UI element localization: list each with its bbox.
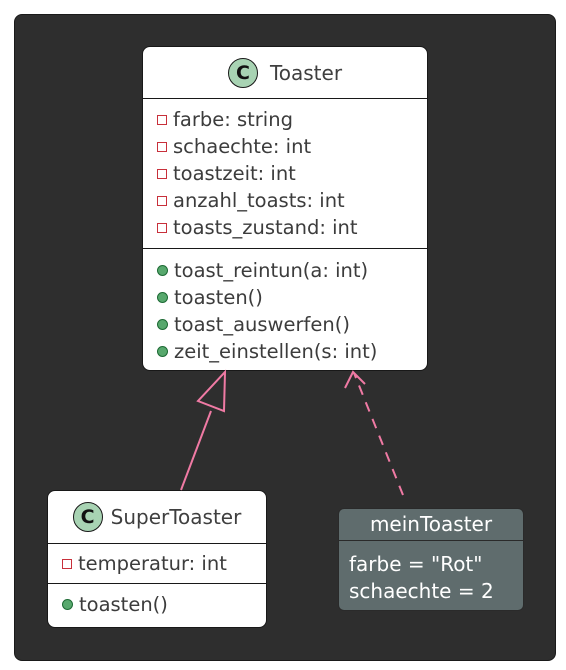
method-list: toasten() (48, 584, 266, 618)
attribute-list: temperatur: int (48, 544, 266, 583)
attribute-row: farbe: string (157, 106, 427, 133)
method-row: toast_reintun(a: int) (157, 257, 427, 284)
method-text: zeit_einstellen(s: int) (174, 340, 378, 363)
dependency-arrow[interactable] (344, 370, 404, 496)
object-field: farbe = "Rot" (349, 552, 483, 576)
method-text: toast_auswerfen() (174, 313, 350, 336)
object-field-list: farbe = "Rot" schaechte = 2 (339, 541, 523, 605)
dependency-arrowhead-icon (344, 370, 366, 389)
attribute-text: farbe: string (173, 108, 293, 131)
attribute-text: toastzeit: int (173, 162, 296, 185)
private-square-icon (157, 141, 167, 152)
method-row: toast_auswerfen() (157, 311, 427, 338)
attribute-row: temperatur: int (62, 550, 266, 577)
attribute-row: toastzeit: int (157, 160, 427, 187)
object-meintoaster[interactable]: meinToaster farbe = "Rot" schaechte = 2 (338, 508, 524, 611)
object-name: meinToaster (369, 512, 493, 536)
private-square-icon (157, 195, 167, 206)
method-row: zeit_einstellen(s: int) (157, 338, 427, 365)
attribute-row: anzahl_toasts: int (157, 187, 427, 214)
private-square-icon (157, 168, 167, 179)
attribute-text: anzahl_toasts: int (173, 189, 345, 212)
attribute-list: farbe: string schaechte: int toastzeit: … (143, 99, 427, 248)
private-square-icon (62, 558, 72, 569)
class-c-icon: C (227, 57, 258, 88)
class-toaster[interactable]: C Toaster farbe: string schaechte: int t… (142, 46, 428, 371)
inheritance-line (180, 410, 212, 491)
divider (48, 543, 266, 544)
divider (143, 98, 427, 99)
public-circle-icon (62, 599, 73, 610)
method-text: toast_reintun(a: int) (174, 259, 369, 282)
dependency-line (353, 372, 404, 496)
attribute-text: temperatur: int (78, 552, 227, 575)
class-name: Toaster (269, 60, 343, 85)
class-name: SuperToaster (110, 505, 242, 529)
method-row: toasten() (62, 591, 266, 618)
method-list: toast_reintun(a: int) toasten() toast_au… (143, 249, 427, 365)
attribute-row: schaechte: int (157, 133, 427, 160)
private-square-icon (157, 222, 167, 233)
public-circle-icon (157, 265, 168, 276)
object-field: schaechte = 2 (349, 579, 494, 603)
method-text: toasten() (79, 593, 168, 616)
divider (143, 248, 427, 249)
method-row: toasten() (157, 284, 427, 311)
public-circle-icon (157, 346, 168, 357)
inheritance-triangle-icon (196, 369, 227, 413)
class-header: C SuperToaster (48, 491, 266, 543)
class-c-icon: C (72, 502, 103, 532)
attribute-text: toasts_zustand: int (173, 216, 358, 239)
public-circle-icon (157, 319, 168, 330)
attribute-row: toasts_zustand: int (157, 214, 427, 241)
inheritance-arrow[interactable] (180, 369, 227, 491)
method-text: toasten() (174, 286, 263, 309)
divider (48, 583, 266, 584)
private-square-icon (157, 114, 167, 125)
class-header: C Toaster (143, 47, 427, 98)
class-supertoaster[interactable]: C SuperToaster temperatur: int toasten() (47, 490, 267, 628)
divider (339, 540, 523, 541)
attribute-text: schaechte: int (173, 135, 312, 158)
public-circle-icon (157, 292, 168, 303)
